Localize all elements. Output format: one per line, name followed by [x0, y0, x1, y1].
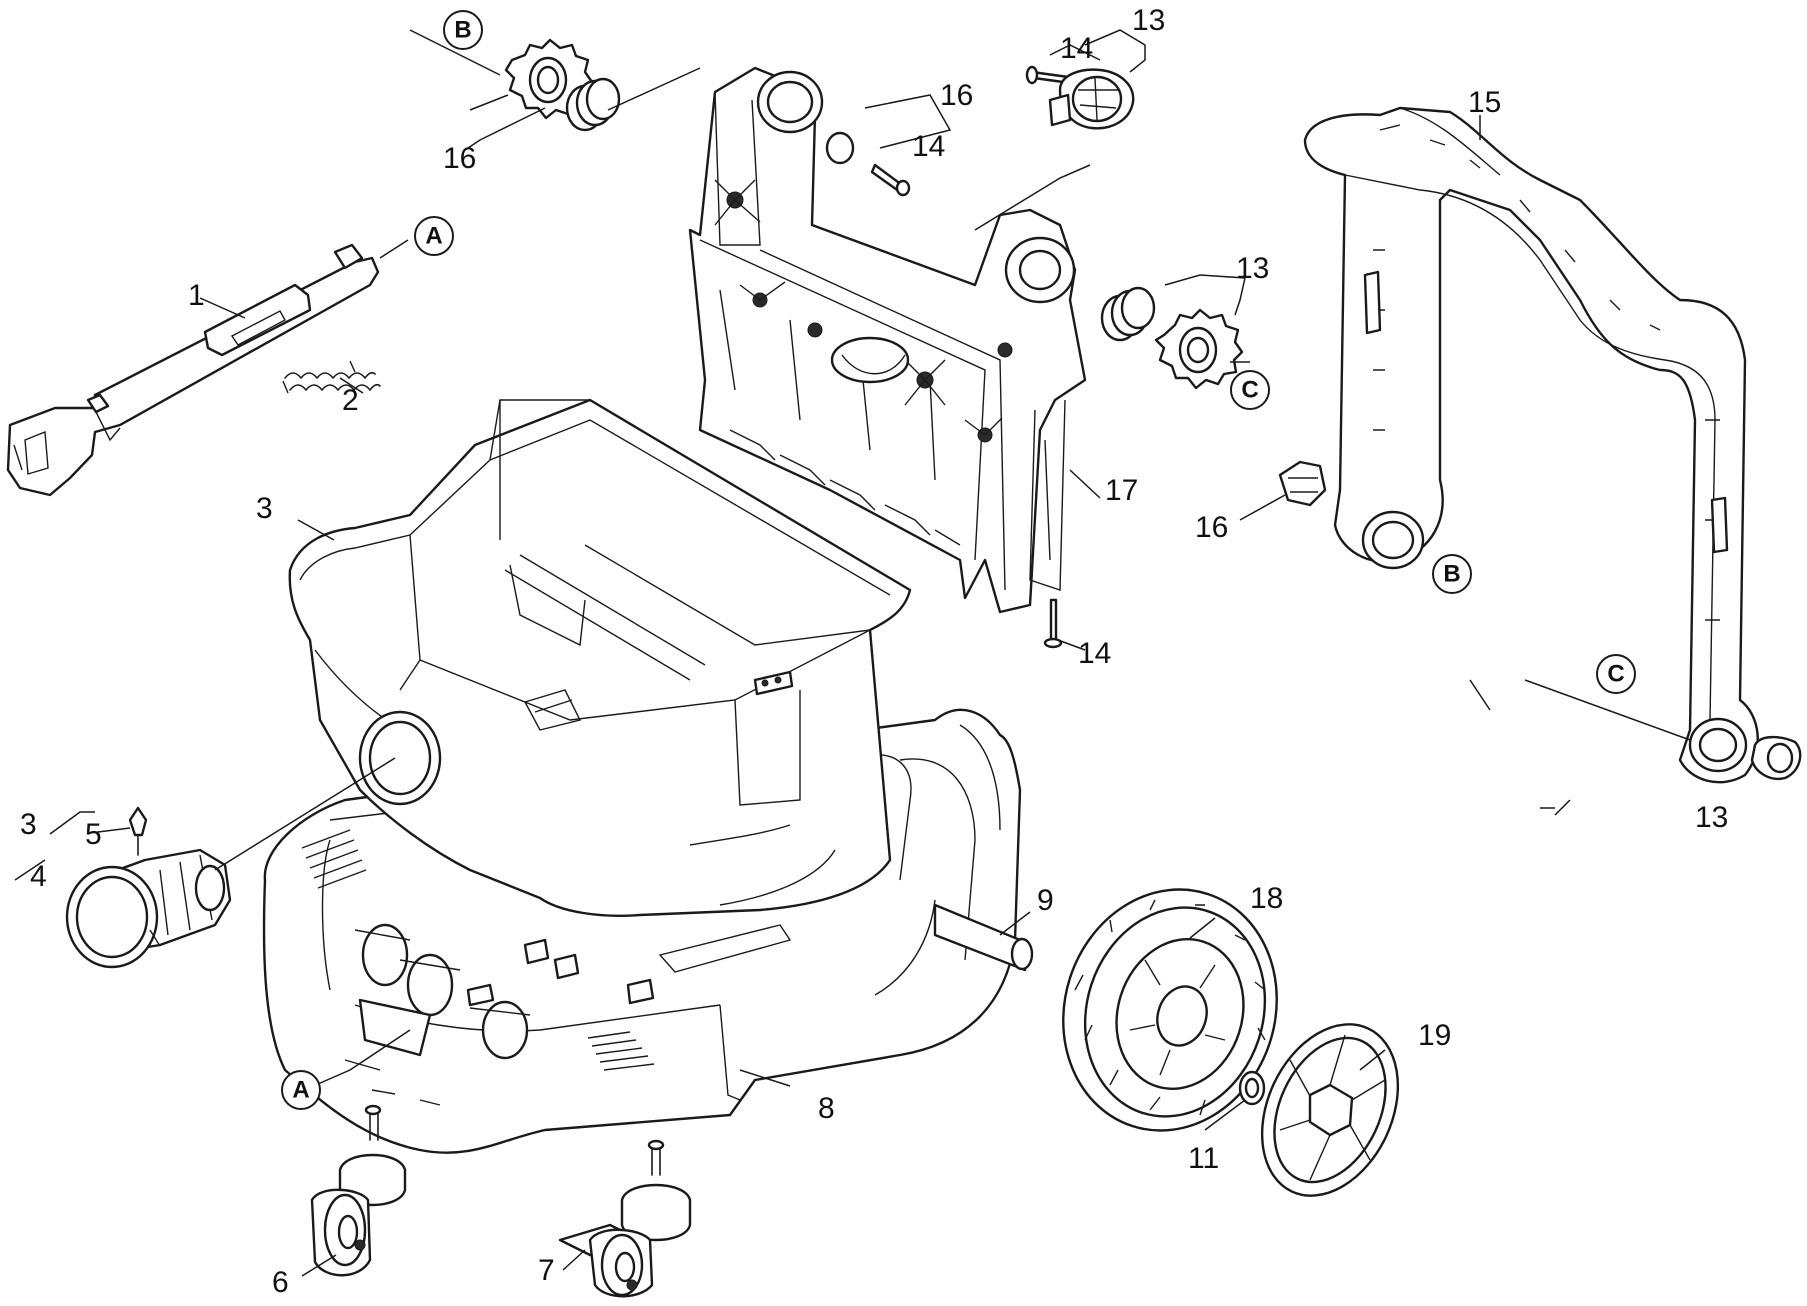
rear-wheel-part [1062, 888, 1278, 1132]
label-part-16-top-left: 16 [443, 142, 476, 175]
callout-a-base: A [281, 1070, 321, 1110]
label-part-13-handle: 13 [1695, 801, 1728, 834]
label-part-16-handle: 16 [1195, 511, 1228, 544]
retaining-ring-part [1238, 1070, 1266, 1106]
spring-right [1100, 286, 1156, 342]
spring-part [282, 360, 381, 394]
label-part-14-mid: 14 [912, 130, 945, 163]
frame-part [688, 66, 1087, 614]
label-part-13-top: 13 [1132, 4, 1165, 37]
label-part-6: 6 [272, 1266, 289, 1299]
callout-b-handle-text: B [1443, 561, 1460, 588]
label-part-3-adapter: 3 [20, 808, 37, 841]
chassis-vent-left [301, 829, 367, 889]
label-part-9: 9 [1037, 884, 1054, 917]
castor-wheel-right [558, 1139, 692, 1298]
label-part-14-top: 14 [1060, 32, 1093, 65]
hose-adapter-part [65, 848, 232, 969]
label-part-8: 8 [818, 1092, 835, 1125]
callout-c-gear-text: C [1241, 377, 1258, 404]
clip-handle [1278, 460, 1327, 507]
label-part-14-bottom: 14 [1078, 637, 1111, 670]
gear-right [1154, 308, 1244, 390]
washer-top-mid [825, 131, 855, 165]
leader-lines [14, 29, 1691, 1277]
callout-c-gear: C [1230, 370, 1270, 410]
label-part-11: 11 [1188, 1142, 1219, 1175]
hubcap-part [1260, 1023, 1400, 1197]
castor-wheel-left [310, 1104, 407, 1277]
callout-b-top-text: B [454, 17, 471, 44]
axle-part [933, 903, 1034, 972]
label-part-16-top-mid: 16 [940, 79, 973, 112]
label-part-13-right: 13 [1236, 252, 1269, 285]
chassis-vent-front [587, 1031, 655, 1071]
bolt-mid [870, 163, 911, 197]
label-part-7: 7 [538, 1254, 555, 1287]
container-part [288, 398, 912, 917]
label-part-15: 15 [1468, 86, 1501, 119]
label-part-19: 19 [1418, 1019, 1451, 1052]
frame-rib-pattern [714, 179, 1013, 443]
callout-b-handle: B [1432, 554, 1472, 594]
callout-b-top: B [443, 10, 483, 50]
label-part-5: 5 [85, 818, 102, 851]
handle-part [1303, 106, 1759, 784]
label-part-3-container: 3 [256, 492, 273, 525]
callout-a-latch: A [414, 216, 454, 256]
label-part-1: 1 [188, 279, 205, 312]
callout-c-handle: C [1596, 654, 1636, 694]
label-part-4: 4 [30, 860, 47, 893]
latch-part [6, 243, 380, 497]
cap-handle [1750, 735, 1802, 781]
label-part-18: 18 [1250, 882, 1283, 915]
callout-a-base-text: A [292, 1077, 309, 1104]
label-part-2: 2 [342, 384, 359, 417]
hub-top-right [1048, 68, 1135, 130]
callout-c-handle-text: C [1607, 661, 1624, 688]
pin-part [128, 806, 148, 856]
label-part-17: 17 [1105, 474, 1138, 507]
callout-a-latch-text: A [425, 223, 442, 250]
bolt-bottom [1043, 598, 1063, 649]
